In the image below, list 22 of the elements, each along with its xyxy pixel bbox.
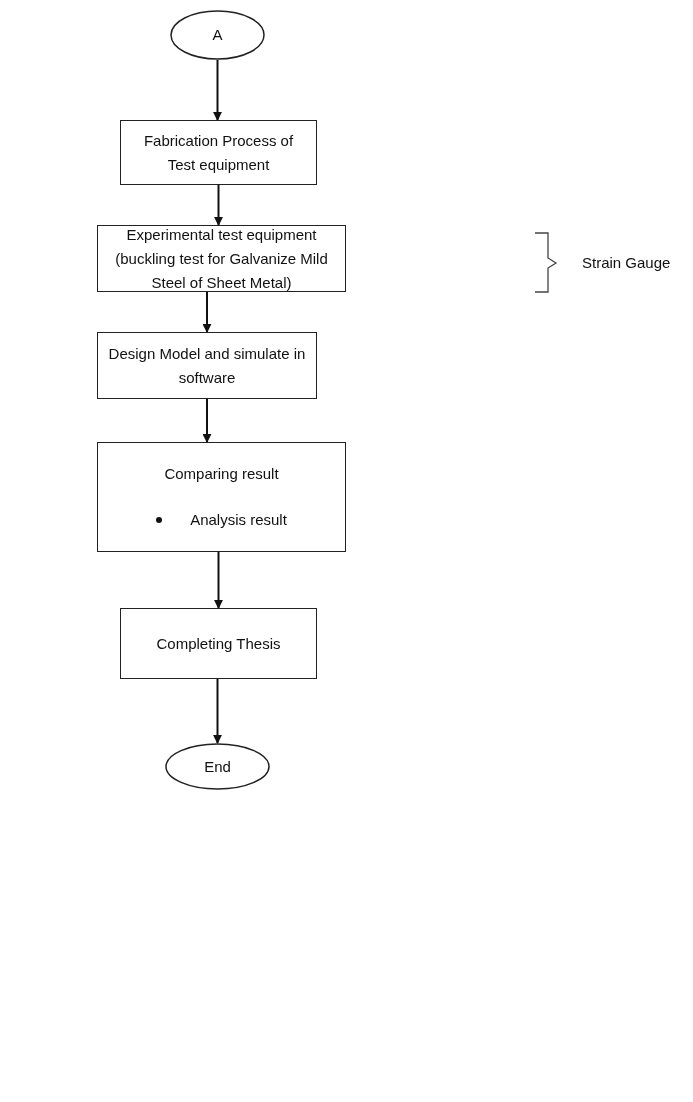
node-text: Experimental test equipment (buckling test for Galvanize Mild Steel of Sheet Metal) [114,224,329,293]
node-text: End [204,756,231,777]
terminator-ellipse [165,743,270,790]
node-text: A [212,25,223,45]
process-box [120,120,317,185]
node-text: Completing Thesis [156,633,281,654]
process-box [97,332,317,399]
node-text: Comparing result [164,464,279,484]
annotation-label: Strain Gauge [582,254,671,271]
arrow [213,59,222,121]
arrow [214,551,223,609]
terminator-ellipse [170,10,265,60]
process-box [120,608,317,679]
arrow [202,291,212,333]
node-text: Analysis result [190,510,287,530]
process-box [97,442,346,552]
process-box [97,225,346,292]
node-text: Fabrication Process of Test equipment [142,130,295,175]
arrow [202,398,212,443]
arrow [214,184,223,226]
arrow [213,678,222,744]
node-text: Design Model and simulate in software [108,343,306,388]
